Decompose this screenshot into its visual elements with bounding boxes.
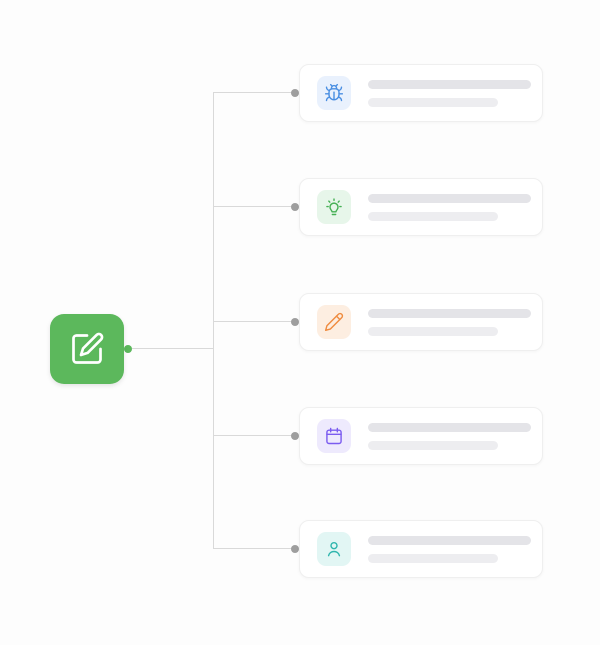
skeleton-line [368,553,498,563]
branch-line-bug [213,92,291,93]
lightbulb-icon [324,197,344,217]
skeleton-line [368,440,498,450]
branch-line-write [213,321,291,322]
node-card-idea[interactable] [299,178,543,236]
trunk-connector-line [213,92,214,549]
node-card-calendar[interactable] [299,407,543,465]
root-node[interactable] [50,314,124,384]
skeleton-line [368,308,531,318]
skeleton-line [368,326,498,336]
node-card-bug[interactable] [299,64,543,122]
node-icon-badge [317,532,351,566]
calendar-icon [324,426,344,446]
branch-line-person [213,548,291,549]
node-icon-badge [317,419,351,453]
node-icon-badge [317,305,351,339]
skeleton-line [368,211,498,221]
placeholder-text-lines [368,193,531,221]
placeholder-text-lines [368,79,531,107]
edit-compose-icon [69,331,105,367]
node-card-write[interactable] [299,293,543,351]
branch-dot-person [291,545,299,553]
placeholder-text-lines [368,535,531,563]
skeleton-line [368,193,531,203]
skeleton-line [368,97,498,107]
skeleton-line [368,422,531,432]
placeholder-text-lines [368,308,531,336]
branch-dot-idea [291,203,299,211]
branch-dot-calendar [291,432,299,440]
placeholder-text-lines [368,422,531,450]
skeleton-line [368,79,531,89]
root-connector-line [132,348,213,349]
node-icon-badge [317,76,351,110]
branch-line-calendar [213,435,291,436]
pencil-icon [324,312,344,332]
branch-line-idea [213,206,291,207]
node-card-person[interactable] [299,520,543,578]
root-connector-dot [124,345,132,353]
bug-icon [324,83,344,103]
user-icon [324,539,344,559]
branch-dot-write [291,318,299,326]
node-icon-badge [317,190,351,224]
skeleton-line [368,535,531,545]
branch-dot-bug [291,89,299,97]
